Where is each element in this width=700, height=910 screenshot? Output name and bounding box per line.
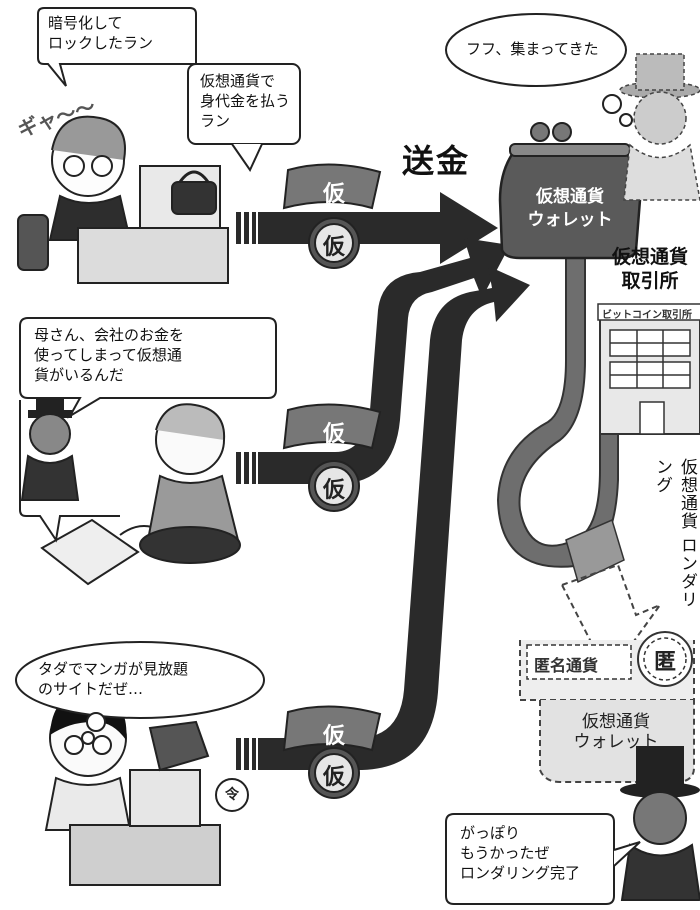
bubble-free-manga-text: タダでマンガが見放題 のサイトだぜ… [38,660,189,698]
send-label: 送金 [402,142,471,180]
bubble-free-manga [15,641,265,719]
bubble-pay-ransom-tail [231,143,263,173]
anon-coin-label: 匿名通貨 [534,656,599,675]
top-send-arrow [258,192,498,264]
victim-office-worker [17,115,229,284]
bubble-mother-call-text: 母さん、会社のお金を 使ってしまって仮想通 貨がいるんだ [34,326,185,384]
middle-send-arrow [258,238,510,484]
coin-stamp-2: 仮 [322,478,345,503]
bubble-pay-ransom-text: 仮想通貨で 身代金を払う ラン [200,72,291,130]
speech-bubbles [15,7,641,905]
bubble-locked-ransom [37,7,197,87]
manga-coin-stamp: 令 [225,787,239,803]
wallet-label: 仮想通貨 ウォレット [527,187,613,230]
note-stamp-3: 仮 [322,724,345,749]
coin-notes [282,163,382,799]
wallet-purse [498,122,642,260]
exchange-label: 仮想通貨 取引所 [611,246,688,292]
bubble-profit-tail [613,841,641,867]
coin-stamp-1: 仮 [322,235,345,260]
anon-coin-stamp: 匿 [653,650,676,675]
bubble-profit [445,813,615,905]
bubble-profit-text: がっぽり もうかったぜ ロンダリング完了 [460,824,581,882]
note-stamp-2: 仮 [322,422,345,447]
mother-on-phone [139,403,241,564]
flow-arrows [236,192,530,770]
boy-at-computer [44,693,249,886]
hacker-bottom [620,746,700,901]
bubble-collected [445,13,627,87]
note-stamp-1: 仮 [322,182,345,207]
anon-wallet-label: 仮想通貨 ウォレット [573,712,659,753]
exchange-building [597,303,700,435]
coin-stamp-3: 仮 [322,765,345,790]
laundering-pipe [496,251,673,657]
bubble-mother-call [19,317,277,419]
pipe-stripe [565,518,625,584]
exchange-sign: ビットコイン取引所 [602,310,692,321]
bubble-locked-ransom-text: 暗号化して ロックしたラン [48,14,154,52]
bubble-collected-text: フフ、集まってきた [466,40,599,58]
hacker-top [619,53,700,201]
laundering-label: 仮想通貨 ロンダリング [652,458,697,609]
hacker-phone [20,380,80,501]
